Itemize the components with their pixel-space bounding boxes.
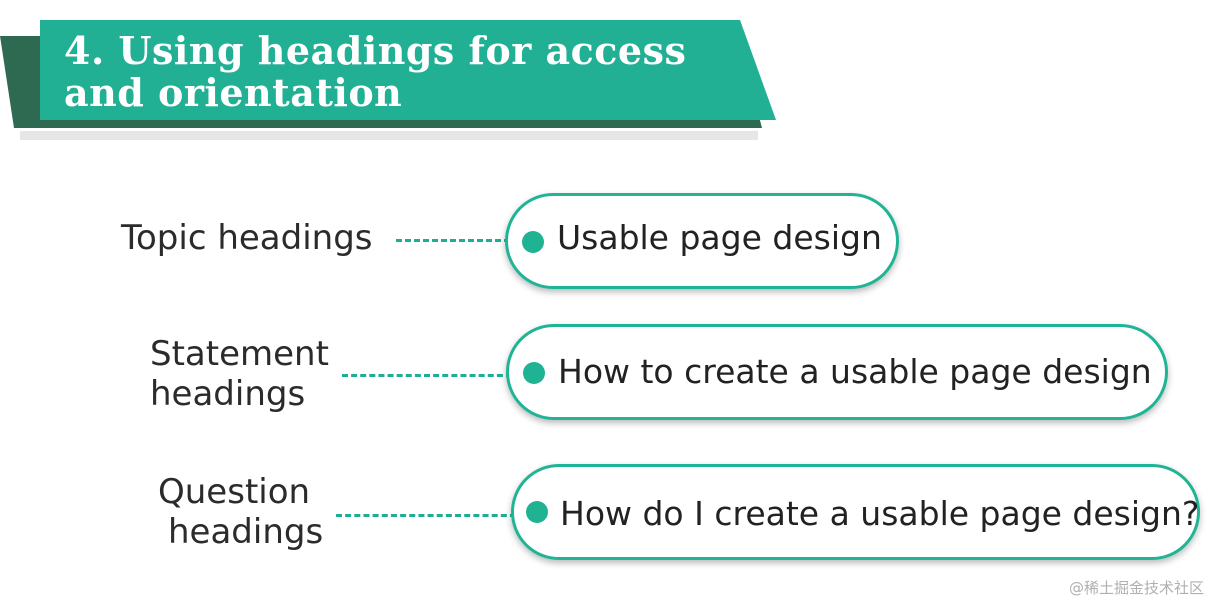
watermark: @稀土掘金技术社区 (1068, 579, 1204, 597)
bullet-dot-icon (526, 501, 548, 523)
example-pill (505, 193, 899, 289)
banner-main (40, 20, 776, 120)
heading-type-label-line1: Statement (150, 334, 329, 374)
heading-type-label-line1: Question (158, 472, 311, 512)
bullet-dot-icon (523, 362, 545, 384)
heading-type-label: Statement headings (150, 334, 329, 414)
dashed-connector (336, 514, 516, 517)
heading-type-label-line2: headings (168, 512, 324, 552)
title-banner: 4. Using headings for access and orienta… (0, 0, 800, 150)
dashed-connector (396, 239, 510, 242)
heading-type-label: Topic headings (121, 218, 373, 258)
dashed-connector (342, 374, 512, 377)
example-text: How do I create a usable page design? (560, 494, 1200, 533)
banner-underline (20, 131, 758, 140)
page-title: 4. Using headings for access and orienta… (64, 28, 687, 115)
banner-shape (0, 20, 776, 140)
bullet-dot-icon (522, 231, 544, 253)
example-pill (506, 324, 1168, 420)
heading-type-row-topic: Topic headings Usable page design (0, 190, 1212, 294)
heading-type-label: Question headings (158, 472, 323, 552)
example-text: How to create a usable page design (558, 352, 1152, 391)
heading-type-row-question: Question headings How do I create a usab… (0, 462, 1212, 562)
heading-type-row-statement: Statement headings How to create a usabl… (0, 322, 1212, 422)
example-pill (511, 464, 1200, 560)
example-text: Usable page design (557, 218, 882, 257)
heading-type-label-line2: headings (150, 374, 306, 414)
heading-type-label-line1: Topic headings (121, 218, 373, 258)
